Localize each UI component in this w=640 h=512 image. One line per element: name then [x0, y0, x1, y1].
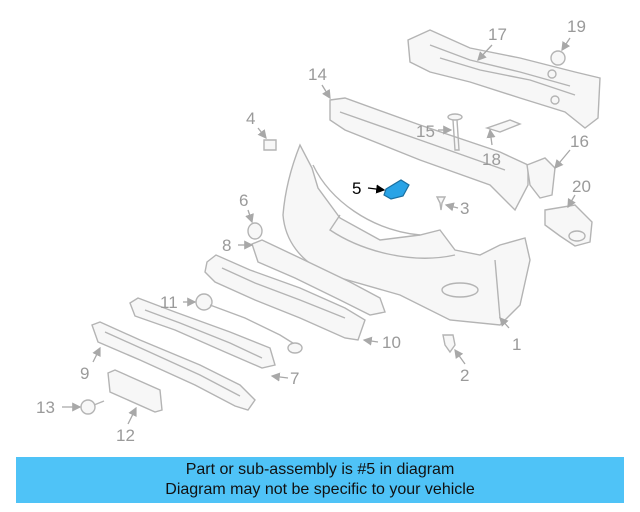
callout-4: 4	[246, 109, 255, 128]
part-18-fastener	[484, 119, 522, 133]
banner-line-disclaimer: Diagram may not be specific to your vehi…	[165, 481, 475, 498]
callout-12: 12	[116, 426, 135, 445]
part-12-plate	[107, 369, 163, 413]
part-15-bolt	[447, 113, 463, 151]
info-banner: Part or sub-assembly is #5 in diagram Di…	[16, 457, 624, 503]
leader-lines	[62, 37, 576, 425]
callout-10: 10	[382, 333, 401, 352]
part-11-fog-lamp	[195, 293, 303, 354]
callout-3: 3	[460, 199, 469, 218]
part-3-screw	[435, 196, 447, 211]
part-5-highlighted	[383, 179, 410, 200]
callout-13: 13	[36, 398, 55, 417]
callout-16: 16	[570, 132, 589, 151]
callout-8: 8	[222, 236, 231, 255]
part-8-trim	[251, 239, 386, 316]
callout-6: 6	[239, 191, 248, 210]
part-1-bumper-cover	[282, 143, 531, 326]
callout-7: 7	[290, 369, 299, 388]
part-13-bolt	[80, 399, 105, 415]
callout-2: 2	[460, 366, 469, 385]
part-6-grommet	[247, 222, 263, 240]
part-16-bracket	[526, 157, 556, 199]
callout-17: 17	[488, 25, 507, 44]
parts-diagram: 17 19 14 15 18 16 20 4 6 3 5 8 11 10 7 9…	[36, 17, 601, 445]
callout-5: 5	[352, 179, 361, 198]
part-20-sensor	[544, 204, 593, 247]
part-19-clip	[550, 50, 566, 66]
callout-11: 11	[160, 293, 178, 312]
part-7-grille	[129, 297, 276, 369]
part-14-reinforcement	[329, 97, 529, 212]
part-17-bracket	[407, 29, 601, 129]
callout-18: 18	[482, 150, 501, 169]
callout-1: 1	[512, 335, 521, 354]
part-2-clip	[442, 334, 456, 354]
part-10-lower-trim	[204, 254, 366, 341]
banner-line-part: Part or sub-assembly is #5 in diagram	[185, 461, 455, 478]
part-9-lower-grille	[91, 321, 256, 411]
part-4-clip	[263, 139, 277, 151]
callout-15: 15	[416, 122, 435, 141]
callout-19: 19	[567, 17, 586, 36]
callout-9: 9	[80, 364, 89, 383]
callout-14: 14	[308, 65, 327, 84]
callout-20: 20	[572, 177, 591, 196]
